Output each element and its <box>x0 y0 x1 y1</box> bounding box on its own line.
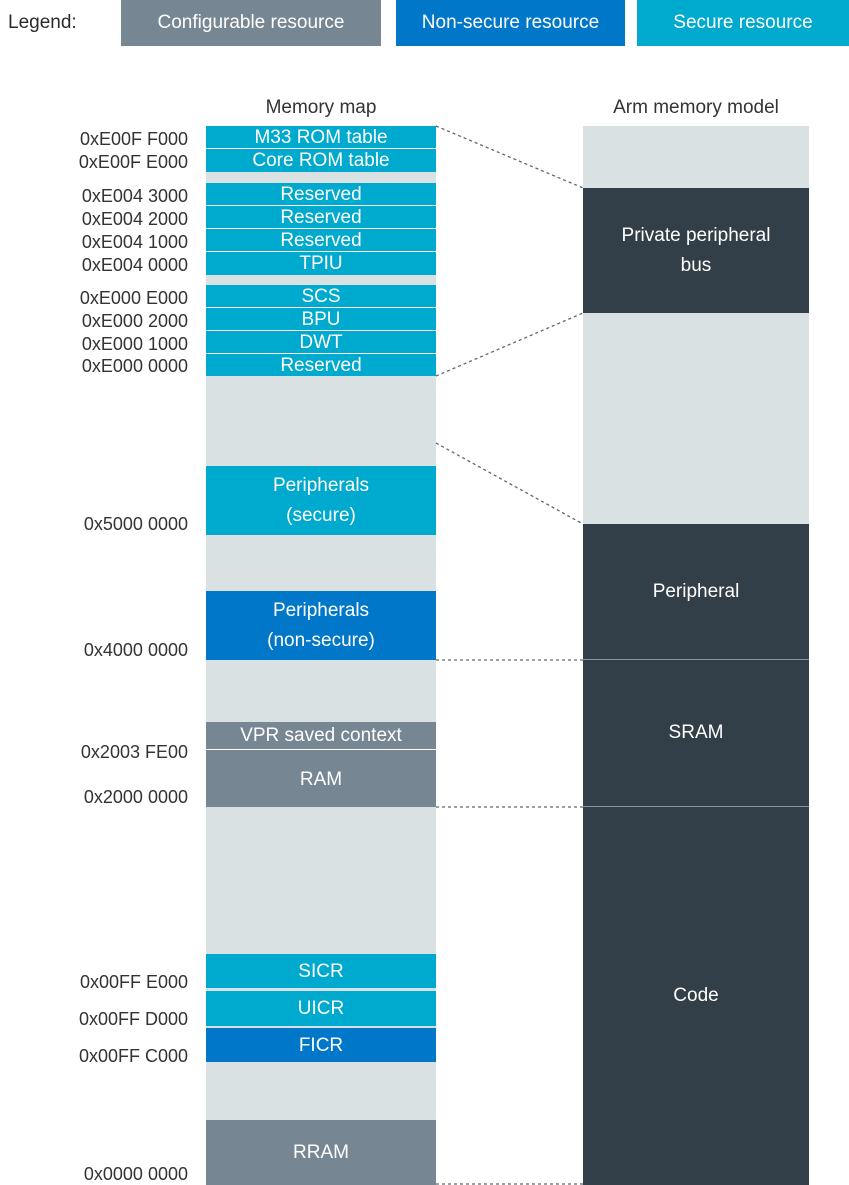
block-rram: RRAM <box>206 1120 436 1185</box>
block-vpr-saved-context: VPR saved context <box>206 722 436 750</box>
legend-label: Legend: <box>8 12 77 33</box>
arm-region-sram: SRAM <box>583 660 809 807</box>
address-label: 0xE004 3000 <box>81 186 188 206</box>
address-label: 0xE000 1000 <box>81 334 188 354</box>
block-peripherals-non-secure-line2: (non-secure) <box>267 630 375 651</box>
block-dwt: DWT <box>206 331 436 354</box>
block-sicr: SICR <box>206 954 436 988</box>
arm-region-code: Code <box>583 807 809 1185</box>
address-label: 0xE00F E000 <box>78 152 188 172</box>
address-label: 0x2003 FE00 <box>80 742 188 762</box>
block-peripherals-secure: Peripherals (secure) <box>206 466 436 535</box>
arm-region-ppb-line2: bus <box>680 254 712 276</box>
address-label: 0xE000 0000 <box>81 356 188 376</box>
block-m33-rom-table: M33 ROM table <box>206 126 436 149</box>
arm-region-private-peripheral-bus: Private peripheral bus <box>583 188 809 313</box>
address-label: 0x4000 0000 <box>83 640 188 660</box>
block-core-rom-table: Core ROM table <box>206 149 436 172</box>
address-label: 0x5000 0000 <box>83 514 188 534</box>
block-reserved: Reserved <box>206 354 436 376</box>
address-label: 0xE000 2000 <box>81 311 188 331</box>
block-ficr: FICR <box>206 1028 436 1062</box>
block-peripherals-secure-line2: (secure) <box>286 505 356 526</box>
connector-ppb-top <box>435 125 584 189</box>
block-reserved: Reserved <box>206 229 436 252</box>
block-uicr: UICR <box>206 991 436 1026</box>
address-label: 0xE000 E000 <box>79 288 188 308</box>
block-peripherals-non-secure: Peripherals (non-secure) <box>206 591 436 660</box>
block-reserved: Reserved <box>206 206 436 229</box>
address-label: 0xE004 2000 <box>81 209 188 229</box>
address-label: 0x0000 0000 <box>83 1164 188 1184</box>
block-bpu: BPU <box>206 308 436 331</box>
address-label: 0xE004 1000 <box>81 232 188 252</box>
legend-non-secure: Non-secure resource <box>396 0 625 46</box>
connector-ppb-bottom <box>435 312 584 377</box>
block-ram: RAM <box>206 750 436 807</box>
memory-map-title: Memory map <box>265 97 377 118</box>
address-label: 0x00FF D000 <box>78 1009 188 1029</box>
legend-secure: Secure resource <box>637 0 849 46</box>
address-label: 0xE004 0000 <box>81 255 188 275</box>
connector-peripheral-top <box>435 442 584 525</box>
address-label: 0x00FF C000 <box>78 1046 188 1066</box>
arm-region-peripheral: Peripheral <box>583 524 809 660</box>
block-peripherals-secure-line1: Peripherals <box>272 475 370 496</box>
block-reserved: Reserved <box>206 183 436 206</box>
block-tpiu: TPIU <box>206 252 436 275</box>
address-label: 0xE00F F000 <box>79 129 188 149</box>
address-label: 0x00FF E000 <box>79 972 188 992</box>
arm-model-title: Arm memory model <box>613 97 779 118</box>
address-label: 0x2000 0000 <box>83 787 188 807</box>
arm-region-ppb-line1: Private peripheral <box>621 224 771 246</box>
block-peripherals-non-secure-line1: Peripherals <box>272 600 370 621</box>
legend-configurable: Configurable resource <box>121 0 381 46</box>
block-scs: SCS <box>206 285 436 308</box>
